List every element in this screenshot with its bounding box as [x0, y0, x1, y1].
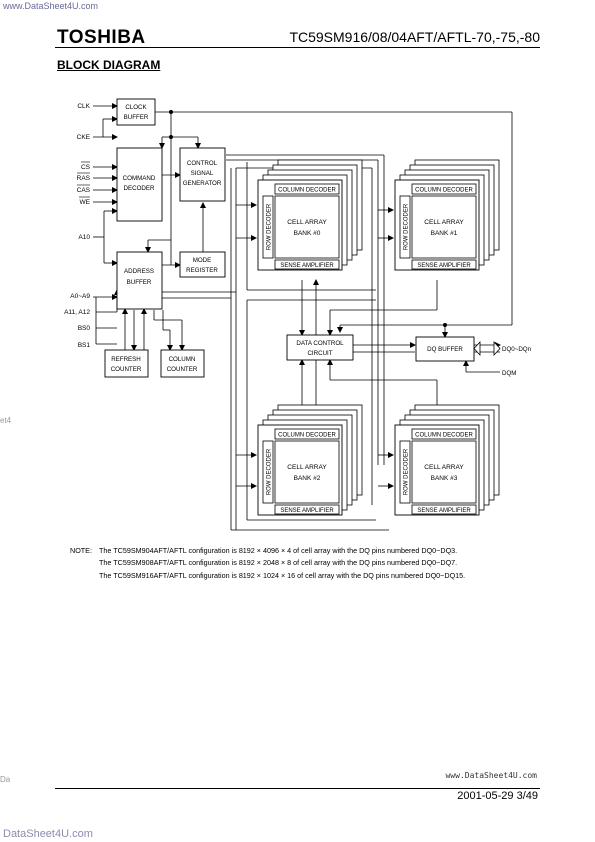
address-buffer-box [116, 251, 163, 310]
refresh-counter-line2: COUNTER [111, 366, 142, 373]
row-decoder-label: ROW DECODER [404, 448, 410, 495]
cell-array-label: CELL ARRAY [424, 219, 464, 226]
data-control-line2: CIRCUIT [307, 350, 332, 357]
bank-1: COLUMN DECODER ROW DECODER CELL ARRAY BANK … [394, 159, 500, 271]
side-mark-et4: et4 [0, 416, 12, 425]
sense-amplifier-label: SENSE AMPLIFIER [280, 263, 334, 269]
column-decoder-box [274, 183, 340, 195]
column-decoder-label: COLUMN DECODER [278, 188, 336, 194]
control-signal-generator-box [179, 147, 226, 202]
column-decoder-label: COLUMN DECODER [278, 433, 336, 439]
side-mark-da: Da [0, 775, 11, 784]
watermark-top[interactable]: www.DataSheet4U.com [3, 1, 99, 11]
cell-array-box [411, 440, 477, 504]
bank-name-label: BANK #2 [294, 475, 321, 482]
ras-label: RAS [77, 175, 91, 182]
row-decoder-box [399, 195, 411, 259]
address-buffer-line2: BUFFER [127, 279, 152, 286]
notes-block: NOTE: The TC59SM904AFT/AFTL configuratio… [70, 545, 465, 582]
a0-a9-label: A0~A9 [70, 293, 90, 300]
clk-label: CLK [77, 103, 90, 110]
a11-a12-label: A11, A12 [64, 309, 90, 316]
note-line-3: The TC59SM916AFT/AFTL configuration is 8… [99, 570, 466, 580]
memory-banks: COLUMN DECODER ROW DECODER CELL ARRAY BANK … [257, 159, 500, 516]
refresh-counter-line1: REFRESH [111, 356, 141, 363]
row-decoder-box [262, 195, 274, 259]
column-counter-box [160, 349, 205, 378]
data-control-line1: DATA CONTROL [296, 340, 344, 347]
toshiba-logo: TOSHIBA [57, 27, 146, 48]
bs0-label: BS0 [78, 325, 91, 332]
clock-buffer-line1: CLOCK [125, 104, 147, 111]
notes-label: NOTE: [70, 546, 92, 555]
address-buffer-line1: ADDRESS [124, 268, 154, 275]
bank-3: COLUMN DECODER ROW DECODER CELL ARRAY BANK … [394, 404, 500, 516]
column-decoder-box [274, 428, 340, 440]
watermark-bottom[interactable]: www.DataSheet4U.com [445, 771, 537, 780]
row-decoder-box [399, 440, 411, 504]
bank-2: COLUMN DECODER ROW DECODER CELL ARRAY BANK … [257, 404, 363, 516]
dq-buffer-box [415, 336, 475, 362]
data-control-circuit-box [286, 334, 354, 361]
row-decoder-label: ROW DECODER [267, 203, 273, 250]
column-decoder-box [411, 428, 477, 440]
column-decoder-label: COLUMN DECODER [415, 433, 473, 439]
column-counter-line1: COLUMN [169, 356, 196, 363]
part-number: TC59SM916/08/04AFT/AFTL-70,-75,-80 [289, 29, 540, 45]
row-decoder-label: ROW DECODER [267, 448, 273, 495]
header-rule [55, 47, 540, 48]
bank-name-label: BANK #0 [294, 230, 321, 237]
we-label: WE [80, 199, 91, 206]
dq-output-label: DQ0~DQn [502, 346, 532, 353]
control-signal-line2: SIGNAL [191, 170, 214, 177]
note-line-1: The TC59SM904AFT/AFTL configuration is 8… [99, 546, 458, 555]
a10-label: A10 [78, 234, 90, 241]
bank-0: COLUMN DECODER ROW DECODER CELL ARRAY BANK … [257, 159, 363, 271]
note-line-2: The TC59SM908AFT/AFTL configuration is 8… [99, 558, 458, 568]
cs-label: CS [81, 164, 91, 171]
control-signal-line3: GENERATOR [183, 180, 222, 187]
cell-array-label: CELL ARRAY [287, 464, 327, 471]
cell-array-label: CELL ARRAY [287, 219, 327, 226]
row-decoder-box [262, 440, 274, 504]
watermark-footer[interactable]: DataSheet4U.com [3, 828, 93, 840]
command-decoder-line1: COMMAND [123, 175, 156, 182]
command-decoder-box [116, 147, 163, 222]
bs1-label: BS1 [78, 342, 91, 349]
sense-amplifier-box [411, 504, 477, 515]
sense-amplifier-box [411, 259, 477, 270]
section-title: BLOCK DIAGRAM [57, 58, 161, 72]
clock-buffer-box [116, 98, 156, 126]
refresh-counter-box [104, 349, 149, 378]
cell-array-box [274, 195, 340, 259]
row-decoder-label: ROW DECODER [404, 203, 410, 250]
bank-name-label: BANK #3 [431, 475, 458, 482]
cke-label: CKE [77, 134, 91, 141]
sense-amplifier-label: SENSE AMPLIFIER [417, 508, 471, 514]
sense-amplifier-label: SENSE AMPLIFIER [280, 508, 334, 514]
control-signal-line1: CONTROL [187, 160, 218, 167]
cas-label: CAS [77, 187, 91, 194]
cell-array-box [274, 440, 340, 504]
sense-amplifier-label: SENSE AMPLIFIER [417, 263, 471, 269]
page-footer: 2001-05-29 3/49 [457, 790, 538, 802]
dq-buffer-label: DQ BUFFER [427, 346, 463, 353]
mode-register-box [179, 251, 226, 278]
cell-array-label: CELL ARRAY [424, 464, 464, 471]
mode-register-line1: MODE [193, 257, 212, 264]
column-decoder-label: COLUMN DECODER [415, 188, 473, 194]
cell-array-box [411, 195, 477, 259]
bank-name-label: BANK #1 [431, 230, 458, 237]
sense-amplifier-box [274, 504, 340, 515]
mode-register-line2: REGISTER [186, 267, 218, 274]
footer-rule [55, 788, 540, 789]
sense-amplifier-box [274, 259, 340, 270]
command-decoder-line2: DECODER [124, 185, 155, 192]
dqm-label: DQM [502, 370, 516, 377]
column-decoder-box [411, 183, 477, 195]
clock-buffer-line2: BUFFER [124, 114, 149, 121]
column-counter-line2: COUNTER [167, 366, 198, 373]
